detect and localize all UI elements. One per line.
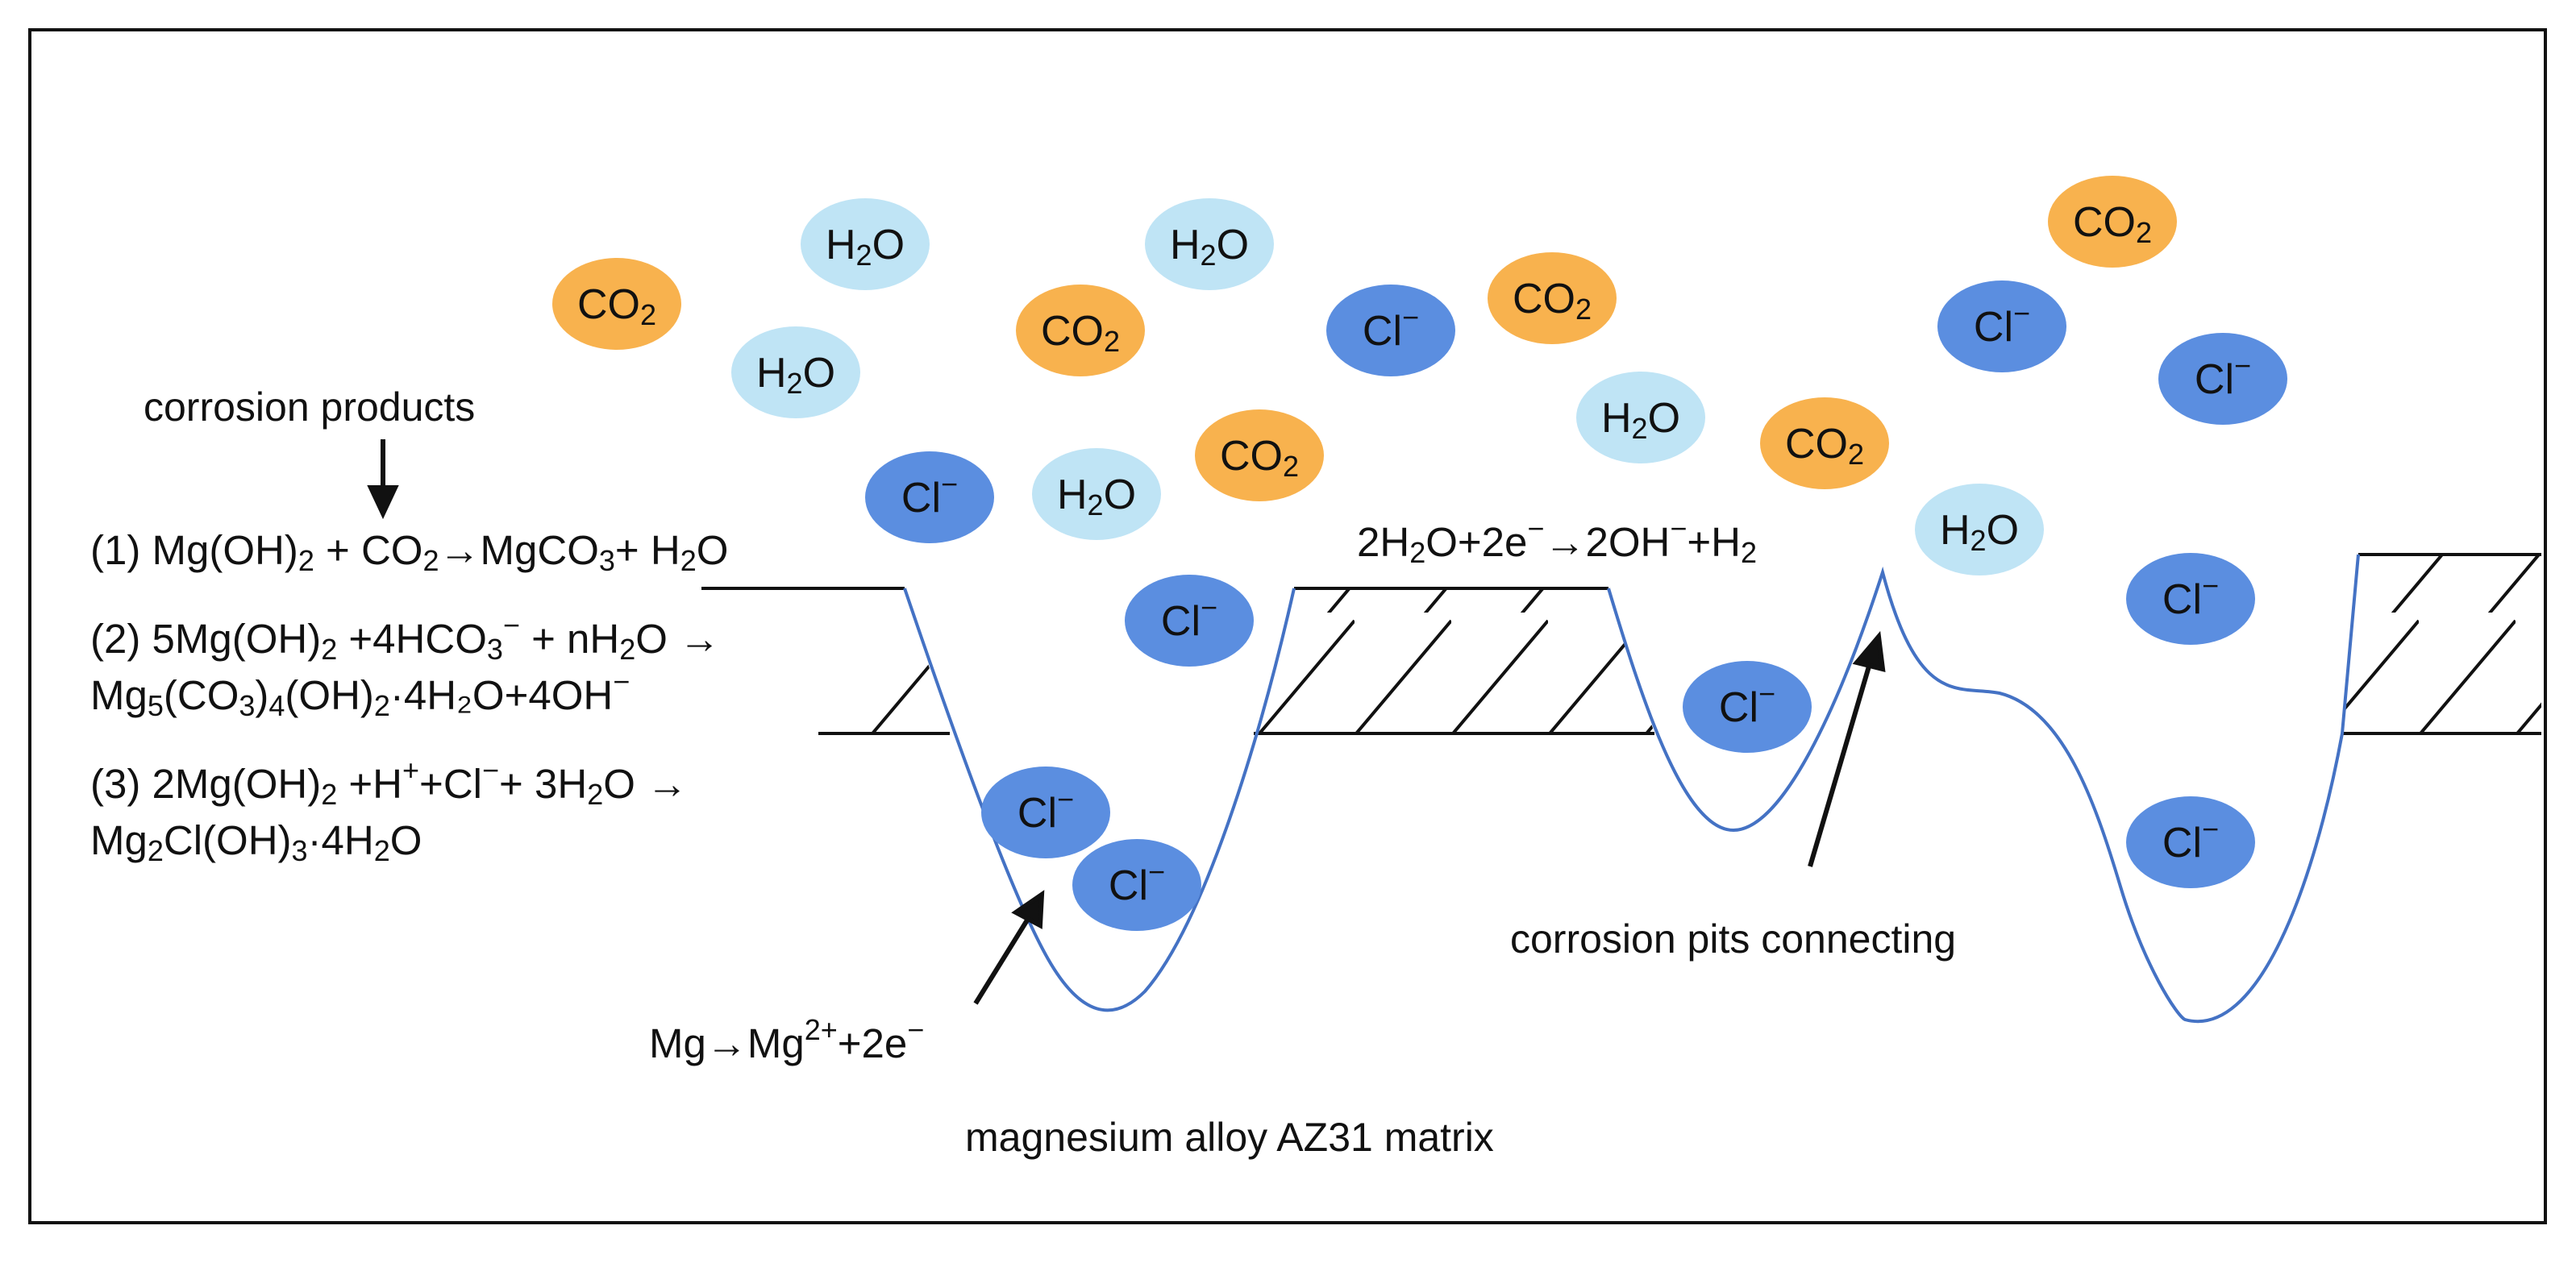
ion-cl: Cl− bbox=[2126, 796, 2255, 888]
film-block-left bbox=[818, 588, 950, 733]
ion-cl: Cl− bbox=[1125, 575, 1254, 667]
ion-bubble bbox=[2126, 796, 2255, 888]
corrosion-products-label: corrosion products bbox=[144, 384, 475, 430]
ion-label: H2O bbox=[1057, 472, 1136, 521]
ion-bubble bbox=[1488, 252, 1617, 344]
equation-3-line-2: Mg2Cl(OH)3·4H2O bbox=[90, 817, 422, 867]
ion-label: Cl− bbox=[2162, 812, 2219, 866]
ion-bubble bbox=[1195, 409, 1324, 501]
ion-label: CO2 bbox=[1785, 421, 1864, 471]
corrosion-pits-label: corrosion pits connecting bbox=[1510, 916, 1956, 962]
ion-label: CO2 bbox=[1513, 276, 1592, 326]
ion-bubble bbox=[801, 198, 930, 290]
ion-bubble bbox=[2048, 176, 2177, 268]
ion-bubble bbox=[981, 767, 1110, 858]
film-block-right bbox=[2342, 555, 2541, 733]
ion-h2o: H2O bbox=[1145, 198, 1274, 290]
ion-bubble bbox=[1915, 484, 2044, 575]
equation-2-line-1: (2) 5Mg(OH)2 +4HCO3− + nH2O → bbox=[90, 609, 720, 666]
arrow-anodic bbox=[973, 917, 1030, 1005]
ion-bubble bbox=[1016, 285, 1145, 376]
ion-label: CO2 bbox=[2073, 199, 2152, 249]
ion-label: Cl− bbox=[2162, 569, 2219, 623]
ion-bubble bbox=[1683, 661, 1812, 753]
film-block-middle bbox=[1254, 588, 1654, 733]
ion-bubble bbox=[1072, 839, 1201, 931]
ion-bubble bbox=[1576, 372, 1705, 463]
anodic-reaction: Mg→Mg2++2e− bbox=[649, 1013, 924, 1066]
ion-h2o: H2O bbox=[1032, 448, 1161, 540]
ion-bubble bbox=[1125, 575, 1254, 667]
ion-label: H2O bbox=[756, 350, 835, 400]
ion-label: H2O bbox=[1940, 507, 2019, 557]
ion-h2o: H2O bbox=[1915, 484, 2044, 575]
ion-bubble bbox=[2126, 553, 2255, 645]
ion-cl: Cl− bbox=[981, 767, 1110, 858]
ion-cl: Cl− bbox=[1072, 839, 1201, 931]
ion-label: H2O bbox=[1601, 395, 1680, 445]
ion-co2: CO2 bbox=[1488, 252, 1617, 344]
ion-label: Cl− bbox=[901, 467, 958, 521]
ion-h2o: H2O bbox=[1576, 372, 1705, 463]
ion-label: CO2 bbox=[1220, 433, 1299, 483]
ion-co2: CO2 bbox=[1195, 409, 1324, 501]
ion-bubble bbox=[865, 451, 994, 543]
matrix-label: magnesium alloy AZ31 matrix bbox=[965, 1115, 1494, 1160]
ion-cl: Cl− bbox=[1683, 661, 1812, 753]
equation-3-line-1: (3) 2Mg(OH)2 +H++Cl−+ 3H2O → bbox=[90, 754, 688, 811]
ion-h2o: H2O bbox=[801, 198, 930, 290]
ion-label: H2O bbox=[1170, 222, 1249, 272]
ion-label: Cl− bbox=[1363, 301, 1419, 355]
ion-bubble bbox=[2158, 333, 2287, 425]
ion-cl: Cl− bbox=[1326, 285, 1455, 376]
equation-1: (1) Mg(OH)2 + CO2→MgCO3+ H2O bbox=[90, 527, 728, 577]
arrows bbox=[367, 439, 1886, 1005]
ion-co2: CO2 bbox=[1016, 285, 1145, 376]
ion-label: H2O bbox=[826, 222, 905, 272]
figure-border bbox=[28, 28, 2547, 1224]
ion-label: Cl− bbox=[1161, 591, 1217, 645]
ion-bubble bbox=[552, 258, 681, 350]
ion-label: Cl− bbox=[1017, 783, 1074, 837]
ion-label: CO2 bbox=[1041, 308, 1120, 358]
ion-label: Cl− bbox=[1974, 297, 2030, 351]
ion-cl: Cl− bbox=[1937, 280, 2066, 372]
corrosion-pit-profile bbox=[903, 554, 2360, 1024]
equation-2-line-2: Mg5(CO3)4(OH)2·4H₂O+4OH− bbox=[90, 665, 630, 722]
ion-bubble bbox=[1937, 280, 2066, 372]
ion-bubble bbox=[731, 326, 860, 418]
ion-bubble bbox=[1145, 198, 1274, 290]
ion-label: Cl− bbox=[1719, 677, 1775, 731]
ion-bubble bbox=[1760, 397, 1889, 489]
arrow-pits-connecting bbox=[1808, 660, 1873, 867]
ion-label: Cl− bbox=[1109, 855, 1165, 909]
ion-co2: CO2 bbox=[1760, 397, 1889, 489]
ion-cl: Cl− bbox=[865, 451, 994, 543]
surface-film-blocks bbox=[701, 553, 2541, 735]
ion-co2: CO2 bbox=[552, 258, 681, 350]
cathodic-reaction: 2H2O+2e−→2OH−+H2 bbox=[1357, 512, 1757, 569]
ion-label: CO2 bbox=[577, 281, 656, 331]
ion-label: Cl− bbox=[2195, 349, 2251, 403]
ion-h2o: H2O bbox=[731, 326, 860, 418]
ion-co2: CO2 bbox=[2048, 176, 2177, 268]
ion-bubble bbox=[1326, 285, 1455, 376]
ion-cl: Cl− bbox=[2158, 333, 2287, 425]
ion-bubble bbox=[1032, 448, 1161, 540]
ion-cl: Cl− bbox=[2126, 553, 2255, 645]
